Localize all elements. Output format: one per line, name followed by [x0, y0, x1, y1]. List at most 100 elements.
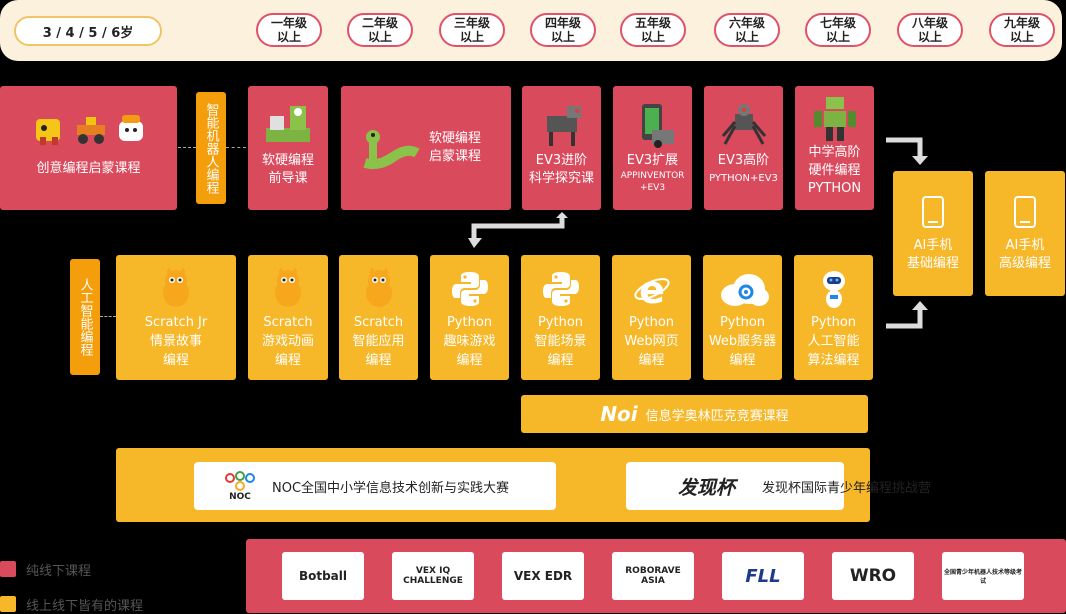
grade-pill: 八年级以上	[897, 13, 963, 47]
course-ai-phone-basic[interactable]: AI手机 基础编程	[893, 171, 973, 296]
course-qiandao[interactable]: 软硬编程 前导课	[248, 86, 328, 210]
course-line-1: Python	[810, 315, 857, 330]
course-yellow-1[interactable]: Scratch 游戏动画编程	[248, 255, 328, 380]
robot-exam-logo[interactable]: 全国青少年机器人技术等级考试	[942, 552, 1024, 600]
noi-course-bar[interactable]: Noi 信息学奥林匹克竞赛课程	[521, 395, 868, 433]
botball-logo[interactable]: Botball	[282, 552, 364, 600]
arrow-down-right-icon	[886, 137, 928, 165]
course-title-1: AI手机	[1005, 237, 1045, 253]
grade-pill: 二年级以上	[347, 13, 413, 47]
grade-line-2: 以上	[550, 30, 575, 44]
browser-ie-icon: e	[632, 265, 672, 313]
grade-line-2: 以上	[917, 30, 942, 44]
course-title-1: 软硬编程	[429, 131, 482, 146]
grade-line-1: 八年级	[911, 16, 948, 30]
robot-programming-label: 智能机器人编程	[196, 92, 226, 204]
grade-line-1: 四年级	[544, 16, 581, 30]
course-title: 创意编程启蒙课程	[36, 161, 141, 176]
course-title-1: EV3高阶	[717, 153, 770, 168]
fll-logo[interactable]: FLL	[722, 552, 804, 600]
svg-text:e: e	[639, 269, 665, 309]
grade-line-1: 二年级	[361, 16, 398, 30]
ai-robot-icon	[818, 265, 850, 313]
course-ai-phone-advanced[interactable]: AI手机 高级编程	[985, 171, 1065, 296]
connector-line	[178, 147, 196, 148]
grade-line-1: 一年级	[270, 16, 307, 30]
grade-pill: 五年级以上	[620, 13, 686, 47]
course-yellow-7[interactable]: Python 人工智能算法编程	[794, 255, 873, 380]
course-line-1: Scratch	[353, 315, 404, 330]
course-yellow-3[interactable]: Python 趣味游戏编程	[430, 255, 509, 380]
course-title-1: EV3进阶	[535, 153, 588, 168]
course-line-2: 情景故事	[149, 334, 202, 349]
grade-pill: 三年级以上	[439, 13, 505, 47]
robot-dog-icon	[537, 98, 587, 152]
course-line-1: Scratch	[263, 315, 313, 330]
course-line-2: 趣味游戏	[443, 334, 496, 349]
course-line-3: 编程	[638, 353, 665, 368]
grade-pill: 九年级以上	[989, 13, 1055, 47]
noc-text: NOC全国中小学信息技术创新与实践大赛	[272, 480, 510, 496]
scratch-cat-icon	[156, 265, 196, 313]
phone-icon	[1014, 195, 1036, 228]
course-title-1: EV3扩展	[626, 153, 679, 168]
legend-swatch-red	[0, 561, 16, 577]
course-line-3: 编程	[456, 353, 483, 368]
noc-competition[interactable]: NOC NOC全国中小学信息技术创新与实践大赛	[194, 462, 556, 510]
fxb-logo: 发现杯	[678, 476, 736, 499]
course-line-3: 编程	[547, 353, 574, 368]
course-line-3: 编程	[729, 353, 756, 368]
course-hs-hardware[interactable]: 中学高阶 硬件编程 PYTHON	[795, 86, 874, 210]
grade-line-2: 以上	[276, 30, 301, 44]
course-title-1: 中学高阶	[808, 145, 861, 160]
course-line-1: Scratch Jr	[144, 315, 208, 330]
connector-line	[226, 147, 246, 148]
humanoid-robot-icon	[812, 94, 858, 144]
cloud-server-icon	[715, 265, 771, 313]
grade-line-1: 七年级	[819, 16, 856, 30]
grade-pill: 一年级以上	[256, 13, 322, 47]
course-line-1: Python	[628, 315, 675, 330]
scratch-cat-icon	[268, 265, 308, 313]
fxb-text: 发现杯国际青少年编程挑战营	[762, 481, 932, 496]
course-line-2: 人工智能	[807, 334, 860, 349]
python-logo-icon	[450, 265, 490, 313]
course-qimeng[interactable]: 创意编程启蒙课程	[0, 86, 177, 210]
grade-line-2: 以上	[1009, 30, 1034, 44]
course-title-2: 基础编程	[906, 255, 959, 271]
course-title-2: APPINVENTOR	[620, 171, 685, 181]
course-line-1: Python	[537, 315, 584, 330]
course-title-1: AI手机	[913, 237, 953, 253]
grade-line-1: 九年级	[1003, 16, 1040, 30]
grade-line-2: 以上	[640, 30, 665, 44]
roborave-logo[interactable]: ROBORAVE ASIA	[612, 552, 694, 600]
course-line-3: 编程	[274, 353, 301, 368]
phone-icon	[922, 195, 944, 228]
bidirectional-arrow-icon	[468, 212, 568, 248]
course-title-2: 启蒙课程	[429, 149, 482, 164]
spider-robot-icon	[719, 98, 769, 152]
grade-line-1: 六年级	[728, 16, 765, 30]
course-qimeng2[interactable]: 软硬编程 启蒙课程	[341, 86, 511, 210]
course-ev3-advanced[interactable]: EV3进阶 科学探究课	[522, 86, 601, 210]
course-line-1: Python	[446, 315, 493, 330]
legend-swatch-yellow	[0, 596, 16, 612]
course-title-2: 硬件编程	[808, 163, 861, 178]
course-title-2: 科学探究课	[528, 171, 594, 186]
grade-pill: 七年级以上	[805, 13, 871, 47]
course-title-3: +EV3	[639, 183, 666, 193]
course-ev3-extend[interactable]: EV3扩展 APPINVENTOR +EV3	[613, 86, 692, 210]
wro-logo[interactable]: WRO	[832, 552, 914, 600]
vex-iq-logo[interactable]: VEX IQ CHALLENGE	[392, 552, 474, 600]
fxb-competition[interactable]: 发现杯 发现杯国际青少年编程挑战营	[626, 462, 931, 510]
course-ev3-high[interactable]: EV3高阶 PYTHON+EV3	[704, 86, 783, 210]
course-line-3: 算法编程	[807, 353, 860, 368]
course-line-2: 游戏动画	[261, 334, 314, 349]
vex-edr-logo[interactable]: VEX EDR	[502, 552, 584, 600]
noi-logo: Noi	[600, 402, 638, 426]
